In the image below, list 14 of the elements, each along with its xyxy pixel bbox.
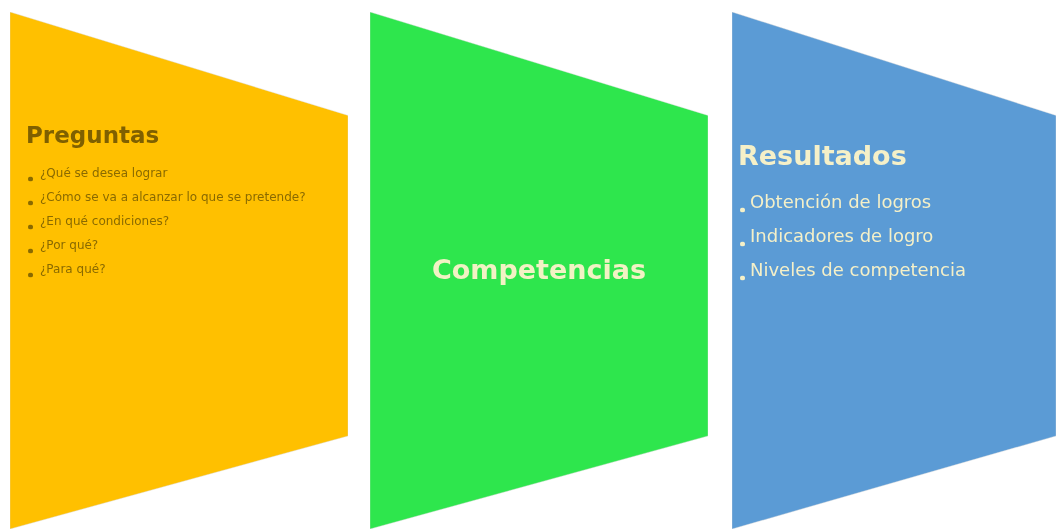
bullet-text: ¿En qué condiciones? (40, 213, 170, 228)
heading: Preguntas (26, 121, 161, 150)
bullet-text: ¿Para qué? (40, 261, 106, 276)
bullet-text: ¿Por qué? (40, 237, 99, 252)
bullet-text: Indicadores de logro (750, 224, 934, 246)
bullet-text: ¿Qué se desea lograr (40, 165, 168, 180)
heading: Competencias (430, 253, 648, 287)
trapezoid-shape (370, 12, 708, 529)
trapezoid-shape (732, 12, 1056, 529)
trapezoid-shape (10, 12, 348, 529)
bullet-text: Niveles de competencia (750, 258, 966, 280)
bullet-text: Obtención de logros (750, 190, 932, 212)
heading: Resultados (738, 139, 908, 173)
bullet-text: ¿Cómo se va a alcanzar lo que se pretende? (40, 189, 306, 204)
